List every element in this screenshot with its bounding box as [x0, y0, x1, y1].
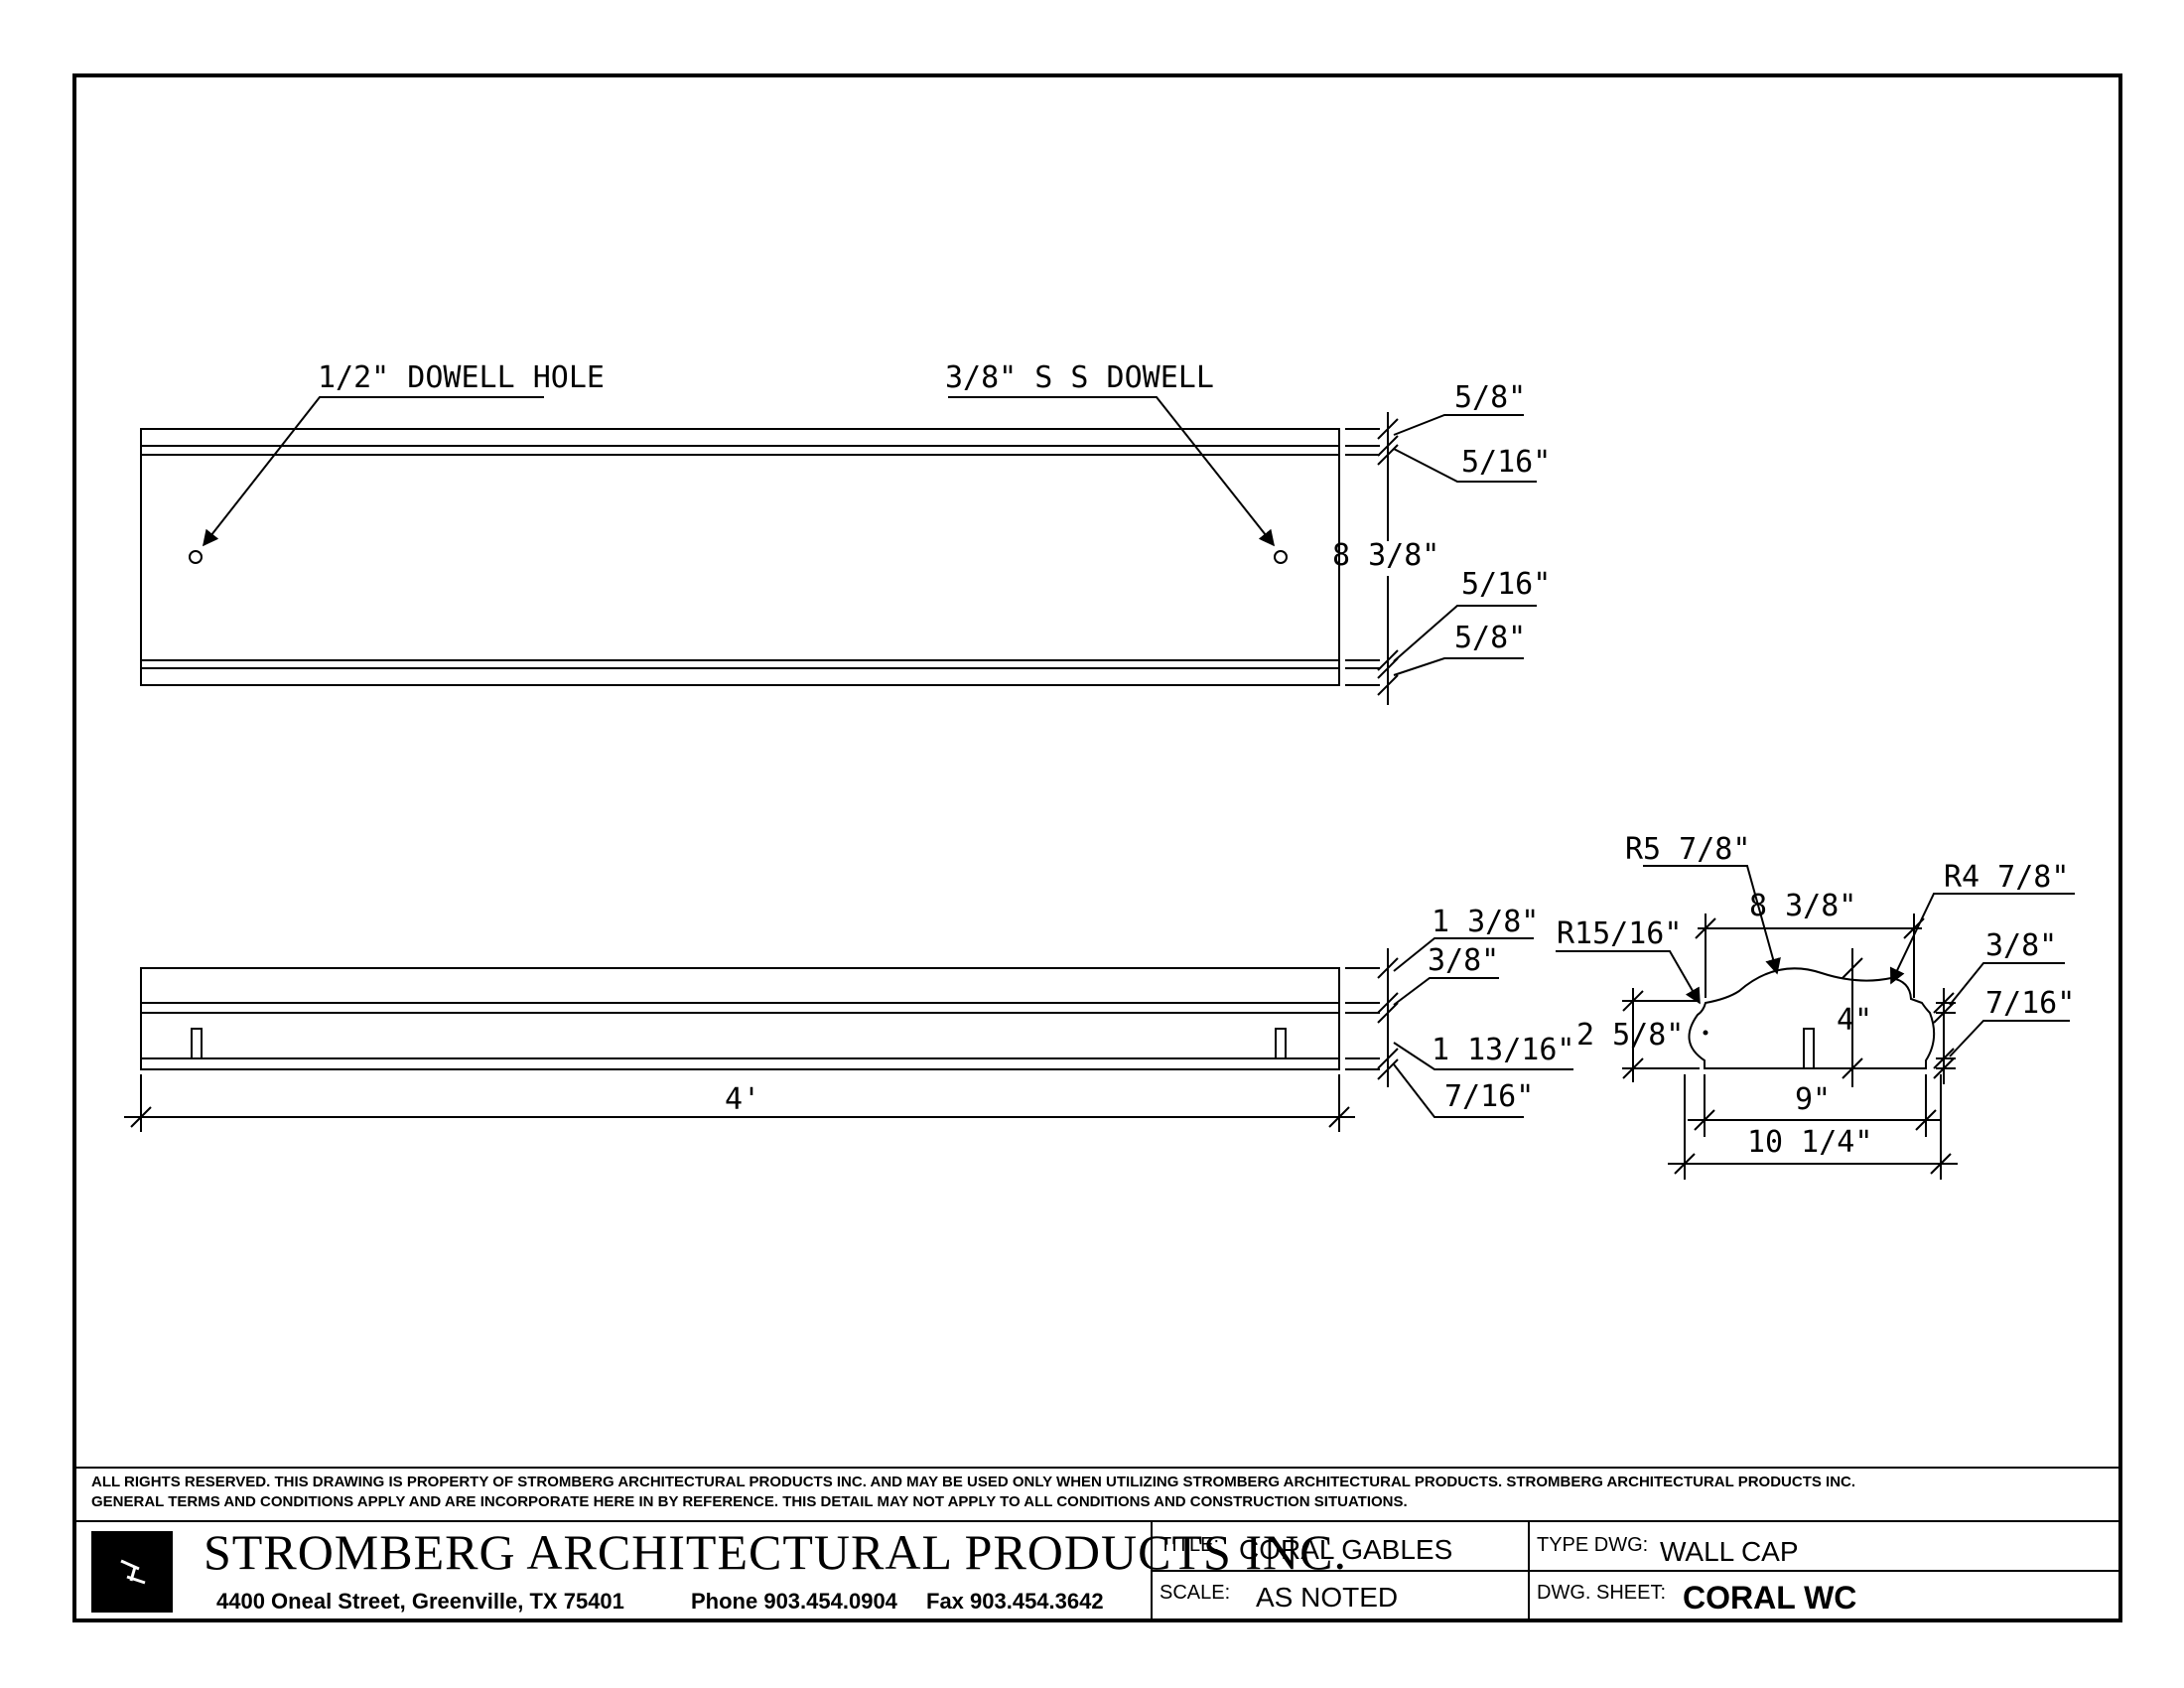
dimension-leader [1949, 962, 2065, 1006]
sheet-value: CORAL WC [1683, 1580, 1856, 1616]
dimension-leader [1393, 414, 1524, 436]
dimension-tick [1377, 649, 1399, 671]
title-label: TITLE: [1160, 1534, 1219, 1556]
dimension-tick [1622, 990, 1644, 1012]
dimension-tick [1377, 435, 1399, 457]
center-mark [1703, 1030, 1708, 1036]
top-view [140, 396, 1537, 705]
dim-side-bottom: 7/16" [1444, 1079, 1534, 1114]
dimension-tick [1674, 1153, 1696, 1175]
dimension-tick [1695, 917, 1716, 939]
dowel-right [1275, 1028, 1287, 1059]
dimension-tick [130, 1106, 152, 1128]
dim-length: 4' [725, 1082, 760, 1117]
cap-profile [1688, 967, 1936, 1069]
dimension-tick [1377, 418, 1399, 440]
dim-r-small: R15/16" [1557, 916, 1682, 951]
company-logo-mark [120, 1559, 146, 1585]
dimension-tick [1377, 992, 1399, 1014]
dimension-leader [1393, 657, 1524, 676]
dimension-tick [1933, 1048, 1955, 1069]
section-dowel [1803, 1028, 1815, 1069]
title-value: CORAL GABLES [1239, 1534, 1452, 1565]
company-fax: Fax 903.454.3642 [926, 1589, 1104, 1614]
dim-overall-width: 10 1/4" [1747, 1125, 1872, 1160]
dimension-tick [1933, 992, 1955, 1014]
dim-side-total: 1 3/8" [1432, 905, 1539, 939]
dimension-tick [1915, 1109, 1937, 1131]
dim-side-top: 3/8" [1428, 943, 1499, 978]
dimension-tick [1842, 957, 1863, 979]
sheet-label: DWG. SHEET: [1537, 1582, 1666, 1604]
type-label: TYPE DWG: [1537, 1534, 1648, 1556]
dim-inner-width: 9" [1795, 1082, 1831, 1117]
dim-r-large: R5 7/8" [1625, 832, 1750, 867]
type-value: WALL CAP [1660, 1536, 1799, 1567]
dimension-tick [1377, 1058, 1399, 1080]
leader-r-right [1889, 893, 2075, 985]
dimension-tick [1622, 1057, 1644, 1079]
callout-ss-dowell: 3/8" S S DOWELL [945, 360, 1214, 395]
legal-notice-line-1: ALL RIGHTS RESERVED. THIS DRAWING IS PRO… [91, 1474, 1855, 1490]
dimension-tick [1328, 1106, 1350, 1128]
dim-right-top: 3/8" [1985, 928, 2057, 963]
scale-label: SCALE: [1160, 1582, 1230, 1604]
dimension-tick [1933, 1057, 1955, 1079]
leader-r-large [1643, 865, 1781, 975]
dim-r-right: R4 7/8" [1944, 860, 2069, 895]
dimension-leader [1393, 605, 1537, 662]
dowel-hole-right [1274, 550, 1288, 564]
company-logo [91, 1531, 173, 1613]
dimension-tick [1377, 1002, 1399, 1024]
dim-center-height: 4" [1837, 1003, 1872, 1038]
leader-ss-dowell [948, 396, 1275, 547]
dimension-tick [1377, 674, 1399, 696]
dim-top-outer: 5/8" [1454, 380, 1526, 415]
dimension-leader [1393, 937, 1534, 972]
leader-dowell-hole [203, 396, 544, 547]
dim-top-inner: 5/16" [1461, 445, 1551, 480]
dim-height: 2 5/8" [1576, 1018, 1684, 1053]
company-phone: Phone 903.454.0904 [691, 1589, 898, 1614]
dim-bottom-outer: 5/8" [1454, 621, 1526, 655]
company-address: 4400 Oneal Street, Greenville, TX 75401 [216, 1589, 624, 1614]
scale-value: AS NOTED [1256, 1582, 1398, 1613]
dim-top-width: 8 3/8" [1749, 889, 1856, 923]
dimension-tick [1694, 1109, 1715, 1131]
dim-right-bottom: 7/16" [1985, 986, 2075, 1021]
dimension-tick [1842, 1057, 1863, 1079]
callout-dowell-hole: 1/2" DOWELL HOLE [318, 360, 605, 395]
dim-overall-height: 8 3/8" [1332, 538, 1439, 573]
dimension-leader [1949, 1020, 2070, 1057]
dimension-tick [1933, 1002, 1955, 1024]
dimension-leader [1393, 448, 1537, 483]
dowel-left [191, 1028, 203, 1059]
company-name: STROMBERG ARCHITECTURAL PRODUCTS INC. [204, 1524, 1347, 1580]
dimension-tick [1930, 1153, 1952, 1175]
dim-bottom-inner: 5/16" [1461, 567, 1551, 602]
title-block [74, 1467, 2120, 1620]
dimension-leader [1393, 1042, 1573, 1070]
side-view [124, 937, 1573, 1132]
dimension-tick [1377, 1048, 1399, 1069]
top-view-outline [140, 428, 1340, 686]
dimension-tick [1377, 957, 1399, 979]
dimension-leader [1393, 1063, 1524, 1118]
sheet-border [72, 73, 2122, 1622]
dim-side-middle: 1 13/16" [1432, 1033, 1575, 1067]
dowel-hole-left [189, 550, 203, 564]
side-view-outline [140, 967, 1340, 1070]
dimension-leader [1393, 977, 1499, 1006]
legal-notice-line-2: GENERAL TERMS AND CONDITIONS APPLY AND A… [91, 1493, 1408, 1510]
section-profile [1556, 865, 2075, 1180]
leader-r-small [1556, 950, 1701, 1005]
